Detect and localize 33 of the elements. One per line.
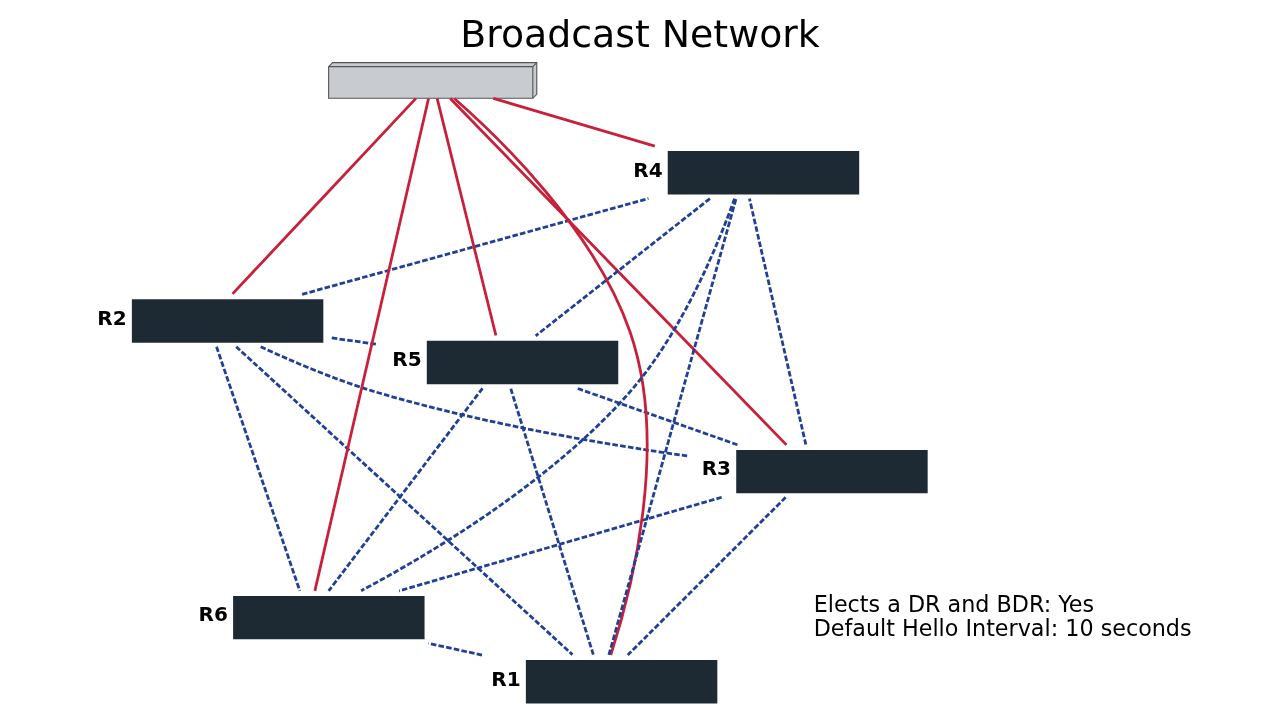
connector: [453, 97, 649, 656]
connector: [626, 496, 787, 657]
connector: [260, 345, 688, 458]
node-label: R1: [491, 666, 521, 691]
diagram-title: Broadcast Network: [460, 12, 820, 57]
connector: [398, 495, 723, 593]
node-label: R6: [198, 602, 228, 627]
connector: [331, 336, 379, 346]
label: Elects a DR and BDR: Yes: [813, 590, 1095, 617]
connector: [435, 98, 498, 336]
connector: [449, 97, 788, 446]
node-label: R2: [97, 305, 127, 330]
node-label: R5: [392, 347, 422, 372]
node-label: R3: [701, 456, 732, 481]
node-box: [525, 660, 718, 704]
connector: [327, 387, 484, 592]
connector: [215, 346, 302, 592]
node-box: [233, 595, 425, 640]
connector: [301, 197, 649, 296]
connector: [428, 641, 483, 657]
connector: [534, 197, 711, 337]
connector: [235, 345, 574, 656]
connector: [509, 387, 595, 655]
connector: [748, 198, 808, 445]
node-box: [667, 151, 860, 195]
connector: [576, 386, 738, 447]
node-label: R4: [633, 157, 663, 182]
connector: [493, 97, 656, 148]
node-box: [736, 449, 928, 494]
connector: [231, 97, 417, 295]
label: Default Hello Interval: 10 seconds: [813, 615, 1192, 642]
node-box: [426, 340, 619, 385]
node-box: [131, 299, 324, 343]
